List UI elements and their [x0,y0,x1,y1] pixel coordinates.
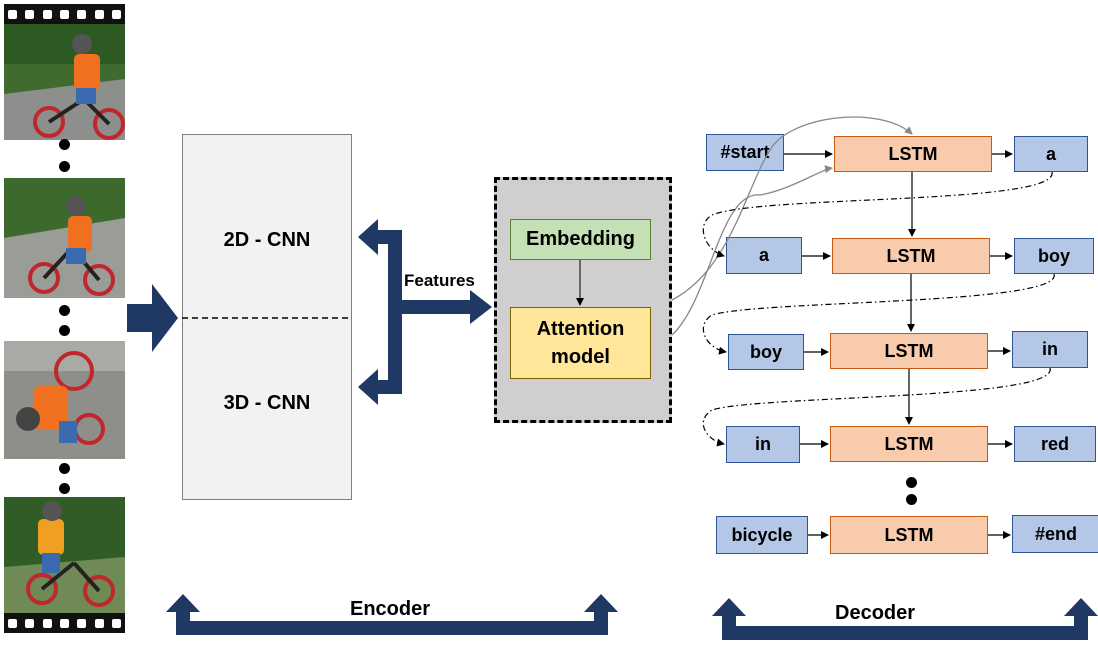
boy-riding-bicycle-frame [4,178,125,298]
cnn-2d-label: 2D - CNN [223,229,311,251]
decoder-caption: Decoder [835,602,916,624]
ellipsis-dot [906,494,917,505]
decoder-input-word-2: boy [728,334,804,370]
lstm-cell-3: LSTM [830,426,988,462]
attention-to-lstm-curve-1 [671,116,913,301]
ellipsis-dot [906,477,917,488]
decoder-input-word-3: in [726,426,800,463]
decoder-output-word-3: red [1014,426,1096,462]
boy-riding-bicycle-frame [4,24,125,140]
boy-with-bicycle-frame [4,497,125,613]
lstm-cell-1: LSTM [832,238,990,274]
ellipsis-dot [59,483,70,494]
decoder-bracket-arrow [712,598,1098,640]
decoder-input-word-0: #start [706,134,784,171]
encoder-caption: Encoder [350,598,431,620]
decoder-output-word-1: boy [1014,238,1094,274]
ellipsis-dot [59,161,70,172]
ellipsis-dot [59,139,70,150]
feedback-curve-1 [702,273,1055,355]
decoder-output-word-2: in [1012,331,1088,368]
video-frame-3 [4,341,125,459]
encoder-cnn-box [182,134,352,500]
film-strip-bottom [4,613,125,633]
features-label: Features [404,271,475,290]
cnn-3d-label: 3D - CNN [223,392,311,414]
input-arrow [127,284,178,352]
encoder-bracket-arrow [166,594,618,635]
lstm-cell-4: LSTM [830,516,988,554]
lstm-cell-2: LSTM [830,333,988,369]
feedback-curve-0 [702,171,1053,258]
decoder-output-word-0: a [1014,136,1088,172]
ellipsis-dot [59,463,70,474]
lstm-cell-0: LSTM [834,136,992,172]
boy-falling-off-bicycle-frame [4,341,125,459]
feedback-curve-2 [702,367,1051,447]
video-frame-2 [4,178,125,298]
video-frame-4 [4,497,125,613]
film-strip-top [4,4,125,24]
attention-model-label-line1: Attention [536,318,625,340]
decoder-input-word-1: a [726,237,802,274]
ellipsis-dot [59,305,70,316]
features-fork-arrow [358,219,492,405]
video-frame-1 [4,24,125,140]
decoder-input-word-4: bicycle [716,516,808,554]
attention-model-label-line2: model [551,346,610,368]
decoder-output-word-4: #end [1012,515,1098,553]
attention-to-lstm-curve-2 [671,165,833,336]
attention-model-box: Attention model [510,307,651,379]
ellipsis-dot [59,325,70,336]
embedding-box: Embedding [510,219,651,260]
